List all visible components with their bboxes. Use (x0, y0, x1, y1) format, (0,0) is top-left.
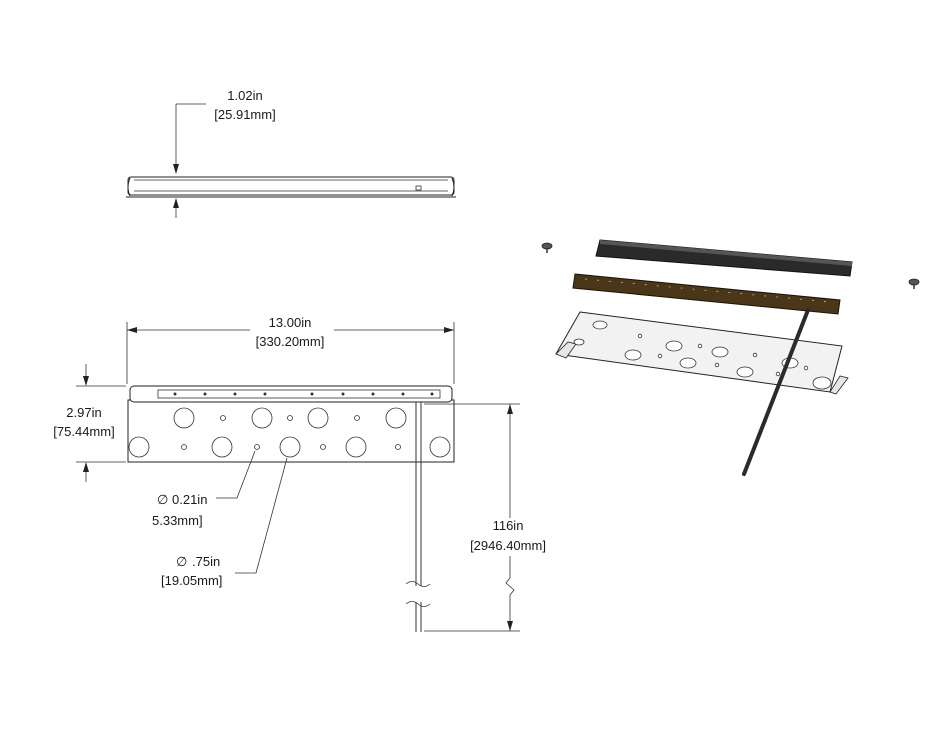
small-hole-leader (216, 450, 256, 499)
large-hole-callout: ∅ .75in [19.05mm] (161, 457, 288, 588)
length-arrow-left (127, 327, 137, 333)
small-hole-label-mm: 5.33mm] (152, 513, 203, 528)
side-view (126, 176, 456, 198)
led-points (173, 392, 434, 396)
large-hole-diameter-symbol: ∅ (176, 554, 187, 569)
side-view-endcap-left (127, 177, 131, 197)
iso-small-hole (637, 333, 643, 339)
small-hole (395, 444, 401, 450)
front-view (127, 385, 455, 632)
large-hole (211, 436, 233, 458)
large-hole (128, 436, 150, 458)
small-hole-diameter-symbol: ∅ (157, 492, 168, 507)
large-hole-leader (235, 457, 288, 574)
small-hole (254, 444, 260, 450)
height-label-in: 1.02in (227, 88, 262, 103)
iso-small-hole (752, 352, 758, 358)
led (263, 392, 267, 396)
height-arrow-bottom (173, 198, 179, 208)
cable-break-bottom (405, 601, 431, 607)
light-bar-housing (572, 273, 841, 315)
cable-length-dimension: 116in [2946.40mm] (424, 403, 546, 632)
large-hole (429, 436, 451, 458)
mounting-plate (127, 399, 455, 463)
height-arrow-top (173, 164, 179, 174)
iso-hole (812, 376, 832, 390)
height-label-mm: [25.91mm] (214, 107, 275, 122)
small-hole (181, 444, 187, 450)
iso-hole (573, 338, 585, 346)
small-hole-callout: ∅ 0.21in 5.33mm] (152, 450, 256, 528)
small-holes (181, 415, 401, 450)
iso-small-hole (714, 362, 720, 368)
iso-hole (711, 346, 729, 358)
large-hole (385, 407, 407, 429)
small-hole (220, 415, 226, 421)
led (203, 392, 207, 396)
cable-label-in: 116in (493, 518, 524, 533)
led (173, 392, 177, 396)
length-label-in: 13.00in (269, 315, 312, 330)
large-hole (173, 407, 195, 429)
large-holes (128, 407, 451, 458)
cable-label-mm: [2946.40mm] (470, 538, 546, 553)
cable-dim-line-lower (505, 556, 515, 631)
cable-break-top (405, 581, 431, 587)
screw-left (541, 242, 553, 253)
length-label-mm: [330.20mm] (256, 334, 325, 349)
large-hole (251, 407, 273, 429)
large-hole (307, 407, 329, 429)
width-label-mm: [75.44mm] (53, 424, 114, 439)
iso-small-hole (803, 365, 809, 371)
small-hole (320, 444, 326, 450)
fixture-lens (157, 389, 441, 399)
side-view-connector (415, 185, 422, 191)
lens-cover (595, 239, 853, 277)
housing-led-row (584, 278, 831, 303)
lens-cover-highlight (600, 240, 852, 266)
iso-small-hole (775, 371, 781, 377)
cable-arrow-bottom (507, 621, 513, 631)
side-view-endcap-right (451, 177, 455, 197)
large-hole-label-mm: [19.05mm] (161, 573, 222, 588)
iso-hole (679, 357, 697, 369)
screw-right (908, 278, 920, 289)
iso-small-hole (657, 353, 663, 359)
small-hole (354, 415, 360, 421)
iso-hole (665, 340, 683, 352)
small-hole (287, 415, 293, 421)
iso-cable (742, 308, 810, 476)
width-arrow-bottom (83, 462, 89, 472)
small-hole-label-in: 0.21in (172, 492, 207, 507)
cable-arrow-top (507, 404, 513, 414)
led (371, 392, 375, 396)
led (233, 392, 237, 396)
iso-hole (592, 320, 608, 330)
led (341, 392, 345, 396)
led (430, 392, 434, 396)
large-hole-label-in: .75in (192, 554, 220, 569)
large-hole (279, 436, 301, 458)
width-label-in: 2.97in (66, 405, 101, 420)
led (401, 392, 405, 396)
exploded-view (541, 239, 920, 476)
iso-small-hole (697, 343, 703, 349)
iso-mounting-plate (555, 311, 849, 395)
length-dimension: 13.00in [330.20mm] (126, 315, 455, 384)
height-dimension: 1.02in [25.91mm] (173, 88, 276, 218)
large-hole (345, 436, 367, 458)
width-arrow-top (83, 376, 89, 386)
iso-plate-tab-right (829, 375, 849, 395)
housing-body (572, 273, 841, 315)
led (310, 392, 314, 396)
width-dimension: 2.97in [75.44mm] (53, 364, 126, 482)
iso-hole (736, 366, 754, 378)
iso-plate-holes (573, 320, 832, 390)
length-arrow-right (444, 327, 454, 333)
iso-hole (624, 349, 642, 361)
